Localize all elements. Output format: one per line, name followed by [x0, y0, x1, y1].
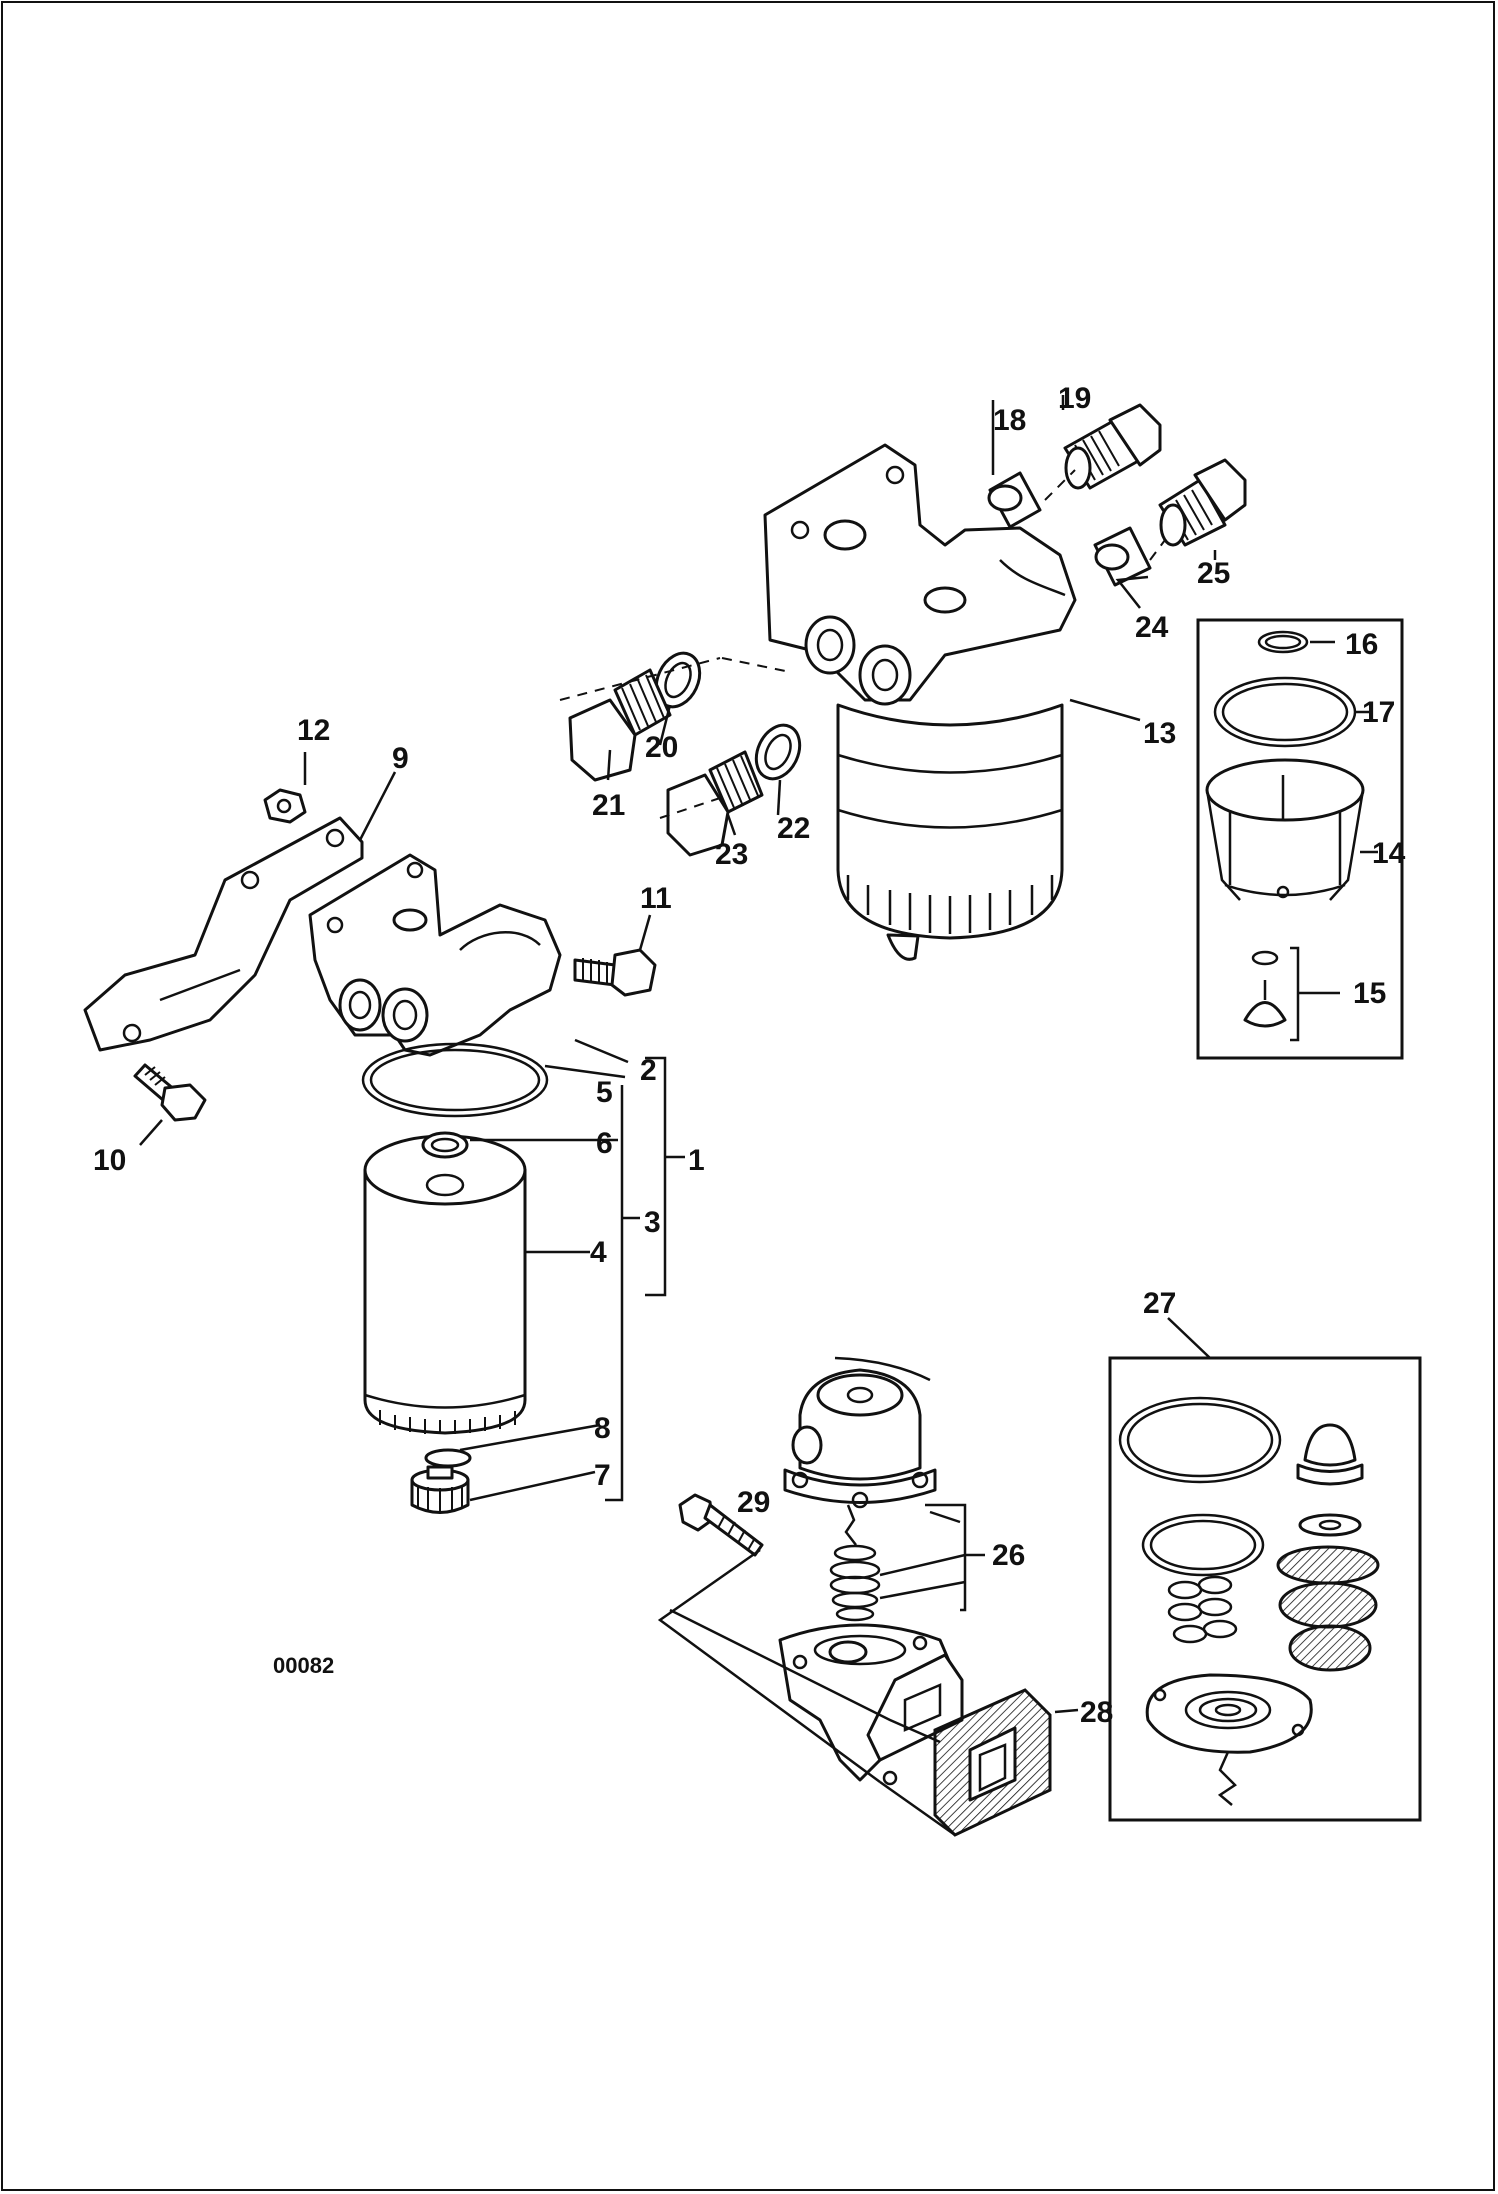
callout-3: 3 [644, 1206, 661, 1239]
left-leaders [139, 752, 685, 1502]
feed-pump-top-cover [783, 1356, 937, 1509]
mounting-bracket [83, 816, 364, 1052]
callout-labels: 12 9 11 2 5 6 1 3 4 10 8 7 00082 18 19 2… [93, 382, 1406, 1729]
drain-plug [410, 1465, 470, 1514]
pump-alignment-lines [657, 1548, 956, 1837]
repair-kit-cap [1296, 1423, 1364, 1486]
callout-2: 2 [640, 1054, 657, 1087]
plug-21 [568, 668, 672, 782]
upper-leaders [606, 395, 1217, 836]
sleeve-18 [987, 471, 1042, 529]
plug-25 [1158, 458, 1247, 547]
callout-21: 21 [592, 789, 625, 822]
callout-17: 17 [1362, 696, 1395, 729]
callout-6: 6 [596, 1127, 613, 1160]
callout-9: 9 [392, 742, 409, 775]
element-gasket [421, 1131, 469, 1159]
filter-element-cartridge [363, 1134, 527, 1435]
kit-o-ring-17 [1213, 676, 1357, 748]
repair-kit-small-rings [1167, 1575, 1238, 1644]
pump-leaders [879, 1503, 1079, 1714]
callout-12: 12 [297, 714, 330, 747]
callout-16: 16 [1345, 628, 1378, 661]
callout-23: 23 [715, 838, 748, 871]
repair-kit-gasket-large [1118, 1396, 1282, 1484]
upper-filter-head [763, 443, 1077, 706]
feed-pump-valve-stack [829, 1504, 881, 1622]
bracket-bolt [133, 1063, 207, 1122]
callout-27: 27 [1143, 1287, 1176, 1320]
callout-15: 15 [1353, 977, 1386, 1010]
o-ring-head-seal [361, 1042, 549, 1118]
element-kit-box [1196, 618, 1404, 1060]
callout-20: 20 [645, 731, 678, 764]
filter-head [308, 853, 562, 1057]
repair-kit-valve-discs [1276, 1513, 1380, 1672]
kit-leaders [1310, 640, 1378, 854]
pump-stud-29 [678, 1493, 764, 1557]
alignment-line-fittings [1044, 469, 1166, 561]
sleeve-24 [1093, 526, 1152, 587]
bracket-nut [263, 788, 307, 824]
alignment-line-upper [559, 657, 791, 701]
callout-25: 25 [1197, 557, 1230, 590]
kit-valve-15 [1243, 946, 1340, 1042]
callout-10: 10 [93, 1144, 126, 1177]
callout-8: 8 [594, 1412, 611, 1445]
callout-24: 24 [1135, 611, 1169, 644]
feed-pump-body [778, 1623, 964, 1786]
callout-4: 4 [590, 1236, 607, 1269]
callout-14: 14 [1372, 837, 1406, 870]
kit-o-ring-16 [1257, 630, 1309, 654]
callout-29: 29 [737, 1486, 770, 1519]
callout-22: 22 [777, 812, 810, 845]
head-bolt [573, 948, 657, 997]
figure-number: 00082 [273, 1653, 334, 1678]
repair-kit-leader [1167, 1317, 1211, 1359]
callout-19: 19 [1058, 382, 1091, 415]
repair-kit-gasket-small [1141, 1513, 1265, 1577]
repair-kit-diaphragm [1145, 1673, 1313, 1806]
callout-13: 13 [1143, 717, 1176, 750]
callout-18: 18 [993, 404, 1026, 437]
fitting-19 [1063, 403, 1162, 490]
repair-kit-box [1108, 1356, 1422, 1822]
drain-o-ring [424, 1448, 472, 1468]
washer-22 [754, 723, 802, 781]
callout-1: 1 [688, 1144, 705, 1177]
kit-element-14 [1205, 758, 1365, 901]
pump-gasket-28 [933, 1688, 1052, 1837]
callout-7: 7 [594, 1459, 611, 1492]
callout-11: 11 [640, 882, 672, 915]
callout-28: 28 [1080, 1696, 1113, 1729]
callout-5: 5 [596, 1076, 613, 1109]
callout-26: 26 [992, 1539, 1025, 1572]
plug-23 [666, 750, 764, 857]
upper-filter-bowl [836, 703, 1064, 961]
